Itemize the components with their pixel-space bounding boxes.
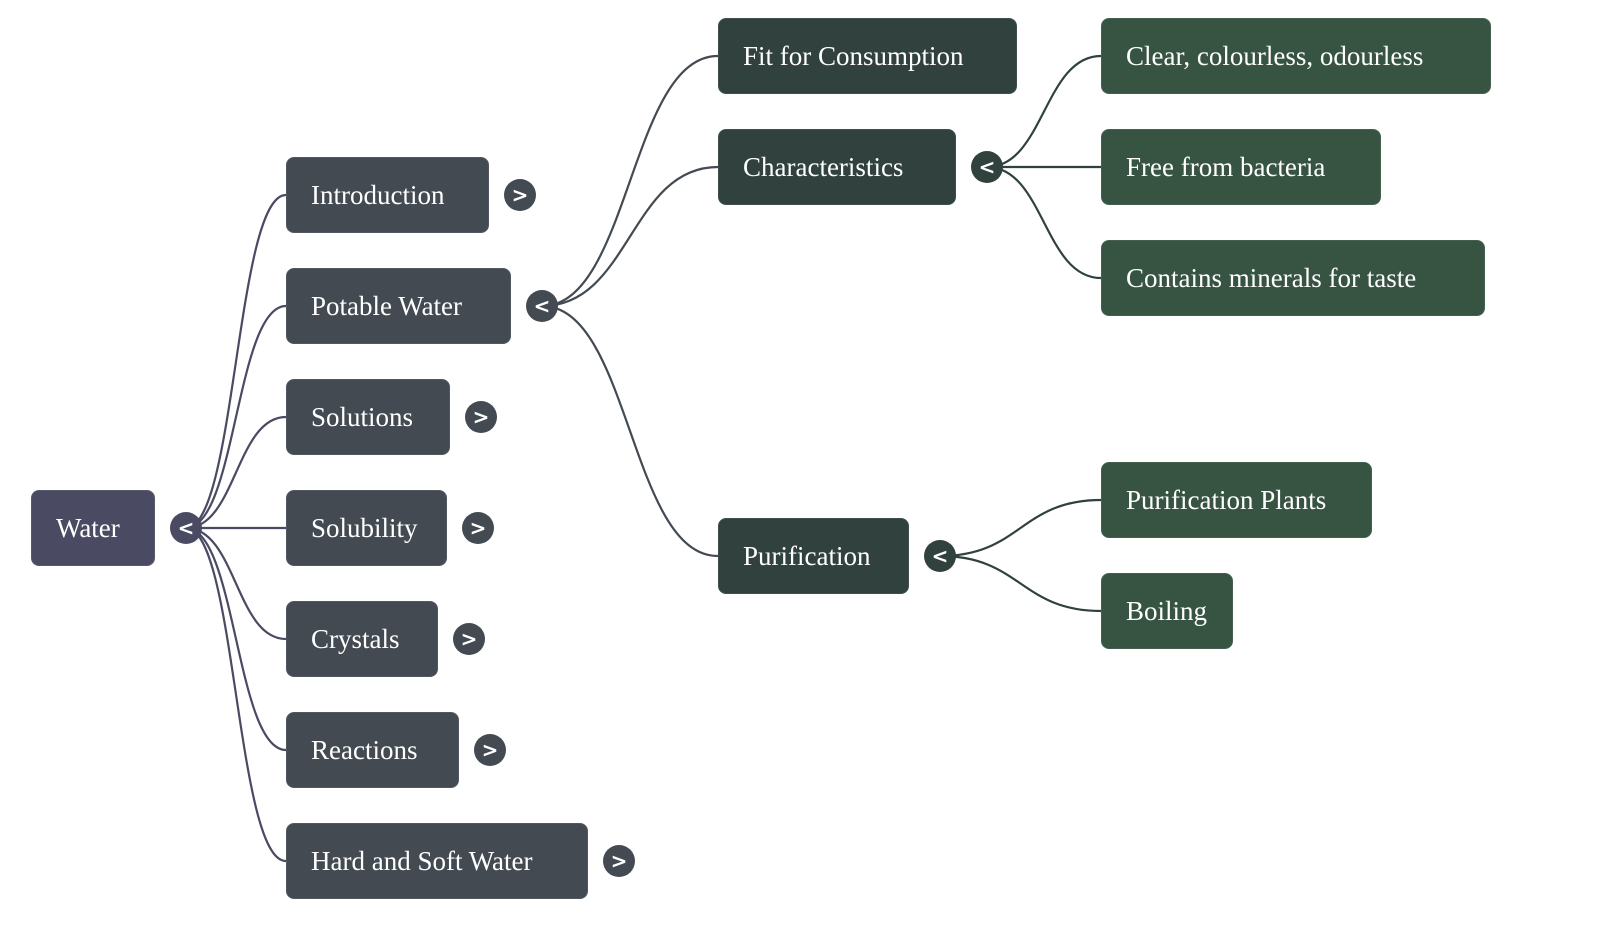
- node-label: Solubility: [311, 512, 418, 543]
- node-label: Reactions: [311, 734, 418, 765]
- node-fit-for-consumption[interactable]: Fit for Consumption: [718, 18, 1017, 94]
- node-purification[interactable]: Purification: [718, 518, 909, 594]
- node-label: Characteristics: [743, 151, 904, 182]
- chevron-right-icon: >: [610, 849, 628, 873]
- chevron-left-icon: <: [978, 155, 996, 179]
- node-label: Solutions: [311, 401, 414, 432]
- expand-toggle-reactions[interactable]: >: [474, 734, 506, 766]
- node-boiling[interactable]: Boiling: [1101, 573, 1233, 649]
- node-label: Boiling: [1126, 595, 1208, 626]
- chevron-left-icon: <: [177, 516, 195, 540]
- node-label: Water: [56, 512, 120, 543]
- node-free-from-bacteria[interactable]: Free from bacteria: [1101, 129, 1381, 205]
- collapse-toggle-potable-water[interactable]: <: [526, 290, 558, 322]
- connector-water-to-potable-water: [185, 304, 287, 530]
- node-label: Introduction: [311, 179, 445, 210]
- node-label: Purification Plants: [1126, 484, 1327, 515]
- node-label: Contains minerals for taste: [1126, 262, 1417, 293]
- connector-potable-water-to-fit-for-consumption: [541, 54, 719, 308]
- node-hard-and-soft-water[interactable]: Hard and Soft Water: [286, 823, 588, 899]
- node-introduction[interactable]: Introduction: [286, 157, 489, 233]
- expand-toggle-crystals[interactable]: >: [453, 623, 485, 655]
- node-label: Purification: [743, 540, 871, 571]
- node-label: Crystals: [311, 623, 400, 654]
- connector-purification-to-boiling: [939, 554, 1102, 613]
- collapse-toggle-purification[interactable]: <: [924, 540, 956, 572]
- chevron-left-icon: <: [533, 294, 551, 318]
- node-label: Free from bacteria: [1126, 151, 1326, 182]
- node-label: Fit for Consumption: [743, 40, 964, 71]
- connector-water-to-crystals: [185, 526, 287, 641]
- chevron-right-icon: >: [472, 405, 490, 429]
- connector-water-to-solutions: [185, 415, 287, 530]
- connector-potable-water-to-characteristics: [541, 165, 719, 308]
- connector-water-to-hard-and-soft-water: [185, 526, 287, 863]
- chevron-right-icon: >: [469, 516, 487, 540]
- node-label: Potable Water: [311, 290, 463, 321]
- connector-potable-water-to-purification: [541, 304, 719, 558]
- expand-toggle-introduction[interactable]: >: [504, 179, 536, 211]
- node-reactions[interactable]: Reactions: [286, 712, 459, 788]
- chevron-right-icon: >: [481, 738, 499, 762]
- node-clear-colourless-odourless[interactable]: Clear, colourless, odourless: [1101, 18, 1491, 94]
- chevron-left-icon: <: [931, 544, 949, 568]
- connector-purification-to-purification-plants: [939, 498, 1102, 558]
- chevron-right-icon: >: [511, 183, 529, 207]
- connector-characteristics-to-contains-minerals-for-taste: [986, 165, 1102, 280]
- expand-toggle-solutions[interactable]: >: [465, 401, 497, 433]
- chevron-right-icon: >: [460, 627, 478, 651]
- node-solutions[interactable]: Solutions: [286, 379, 450, 455]
- collapse-toggle-water[interactable]: <: [170, 512, 202, 544]
- node-water[interactable]: Water: [31, 490, 155, 566]
- connector-water-to-reactions: [185, 526, 287, 752]
- expand-toggle-solubility[interactable]: >: [462, 512, 494, 544]
- expand-toggle-hard-and-soft-water[interactable]: >: [603, 845, 635, 877]
- node-potable-water[interactable]: Potable Water: [286, 268, 511, 344]
- node-label: Hard and Soft Water: [311, 845, 533, 876]
- connector-water-to-introduction: [185, 193, 287, 530]
- node-crystals[interactable]: Crystals: [286, 601, 438, 677]
- node-contains-minerals-for-taste[interactable]: Contains minerals for taste: [1101, 240, 1485, 316]
- node-characteristics[interactable]: Characteristics: [718, 129, 956, 205]
- node-label: Clear, colourless, odourless: [1126, 40, 1424, 71]
- node-purification-plants[interactable]: Purification Plants: [1101, 462, 1372, 538]
- collapse-toggle-characteristics[interactable]: <: [971, 151, 1003, 183]
- node-solubility[interactable]: Solubility: [286, 490, 447, 566]
